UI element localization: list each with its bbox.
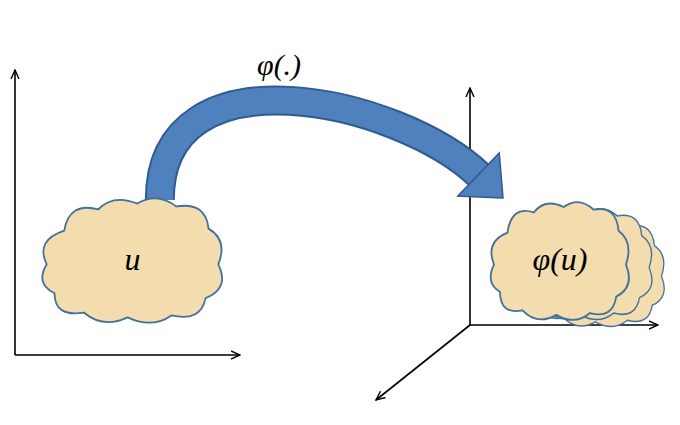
cloud-text-group: φ(u) [532,242,587,277]
arrow-body-edge [160,101,480,200]
left-x-axis [15,354,240,356]
cloud-path [491,202,629,320]
right-x-axis [470,324,658,326]
edge-label: φ(.) [257,48,301,81]
cloud-shape: φ(u) [485,196,635,324]
arrow-body [160,101,480,200]
right-y-axis [469,88,471,325]
cloud-text-group: u [125,242,141,277]
curved-arrow [160,101,503,200]
cloud-path [42,198,222,322]
cloud-shape: u [35,192,230,327]
cloud-label: φ(u) [532,242,587,277]
right-z-axis [376,325,470,400]
cloud-label: u [125,242,141,277]
left-y-axis [14,70,16,355]
arrow-head [458,153,503,198]
